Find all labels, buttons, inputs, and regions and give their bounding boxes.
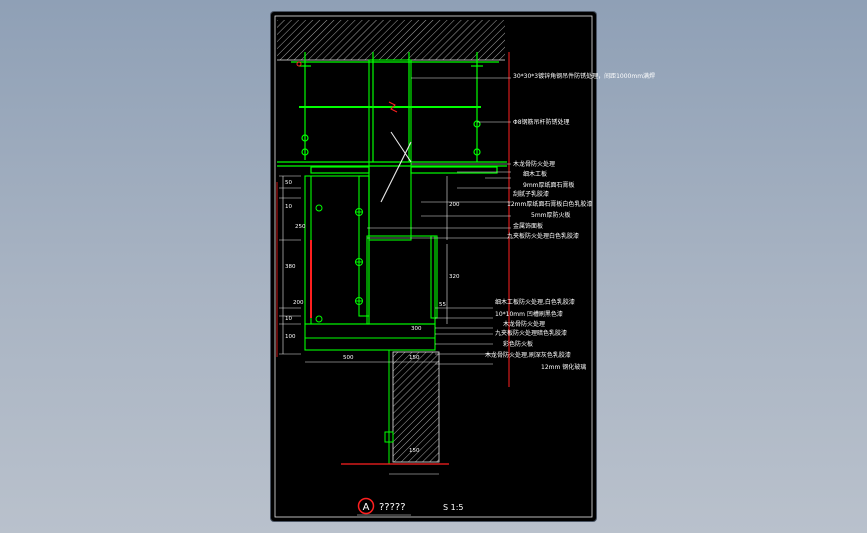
annotation-4: 细木工板 bbox=[523, 170, 547, 178]
dim-200b: 200 bbox=[449, 202, 460, 208]
section-marker-circle bbox=[357, 497, 375, 515]
dim-10b: 10 bbox=[285, 316, 292, 322]
section-title: A ????? S 1:5 bbox=[357, 497, 464, 516]
cad-drawing: 30*30*3镀锌角钢吊件防锈处理，间距1000mm满焊 Φ8钢筋吊杆防锈处理 … bbox=[274, 15, 655, 518]
dim-200: 200 bbox=[293, 300, 304, 306]
annotation-9: 金属饰面板 bbox=[513, 222, 543, 230]
drawing-frame bbox=[274, 15, 593, 518]
annotation-3: 木龙骨防火处理 bbox=[513, 160, 555, 168]
annotation-6: 刮腻子乳胶漆 bbox=[513, 190, 549, 198]
dim-150a: 150 bbox=[409, 355, 420, 361]
section-caption: ????? bbox=[379, 502, 406, 513]
dim-55: 55 bbox=[439, 302, 446, 308]
section-marker: A bbox=[363, 502, 370, 513]
dim-50: 50 bbox=[285, 180, 292, 186]
annotation-15: 彩色防火板 bbox=[503, 340, 533, 348]
leader-lines bbox=[367, 77, 511, 365]
dim-380: 380 bbox=[285, 264, 296, 270]
concrete-slab bbox=[277, 20, 505, 60]
dimension-texts: 50 10 250 380 200 10 100 200 320 55 300 … bbox=[285, 180, 460, 454]
dimension-lines bbox=[279, 175, 448, 475]
ceiling-boards bbox=[277, 161, 507, 174]
annotation-16: 木龙骨防火处理,刷深灰色乳胶漆 bbox=[485, 351, 571, 359]
annotations: 30*30*3镀锌角钢吊件防锈处理，间距1000mm满焊 Φ8钢筋吊杆防锈处理 … bbox=[485, 72, 655, 371]
dim-500: 500 bbox=[343, 355, 354, 361]
annotation-7: 12mm厚纸面石膏板白色乳胶漆 bbox=[507, 200, 592, 208]
dim-300: 300 bbox=[411, 326, 422, 332]
annotation-8: 5mm厚防火板 bbox=[531, 211, 571, 219]
dim-150b: 150 bbox=[409, 448, 420, 454]
annotation-14: 九夹板防火处理暗色乳胶漆 bbox=[495, 329, 567, 337]
annotation-2: Φ8钢筋吊杆防锈处理 bbox=[513, 118, 570, 126]
annotation-12: 10*10mm 凹槽刷黑色漆 bbox=[495, 310, 563, 318]
ceiling-hangers bbox=[291, 52, 499, 162]
annotation-5: 9mm厚纸面石膏板 bbox=[523, 181, 575, 189]
glass-outline bbox=[384, 350, 394, 464]
cad-viewer[interactable]: 30*30*3镀锌角钢吊件防锈处理，间距1000mm满焊 Φ8钢筋吊杆防锈处理 … bbox=[271, 12, 655, 521]
annotation-11: 细木工板防火处理,白色乳胶漆 bbox=[495, 298, 575, 306]
annotation-13: 木龙骨防火处理 bbox=[503, 320, 545, 328]
anchors bbox=[315, 204, 363, 323]
annotation-17: 12mm 钢化玻璃 bbox=[541, 363, 586, 371]
hanger-breaks bbox=[296, 61, 398, 113]
column-structure bbox=[358, 59, 438, 325]
left-panel bbox=[304, 175, 436, 351]
dim-320: 320 bbox=[449, 274, 460, 280]
glass-wall bbox=[392, 351, 440, 463]
dim-100: 100 bbox=[285, 334, 296, 340]
dim-250: 250 bbox=[295, 224, 306, 230]
annotation-10: 九夹板防火处理白色乳胶漆 bbox=[507, 232, 579, 240]
dim-10a: 10 bbox=[285, 204, 292, 210]
annotation-1: 30*30*3镀锌角钢吊件防锈处理，间距1000mm满焊 bbox=[513, 72, 655, 80]
scale-text: S 1:5 bbox=[443, 503, 464, 512]
